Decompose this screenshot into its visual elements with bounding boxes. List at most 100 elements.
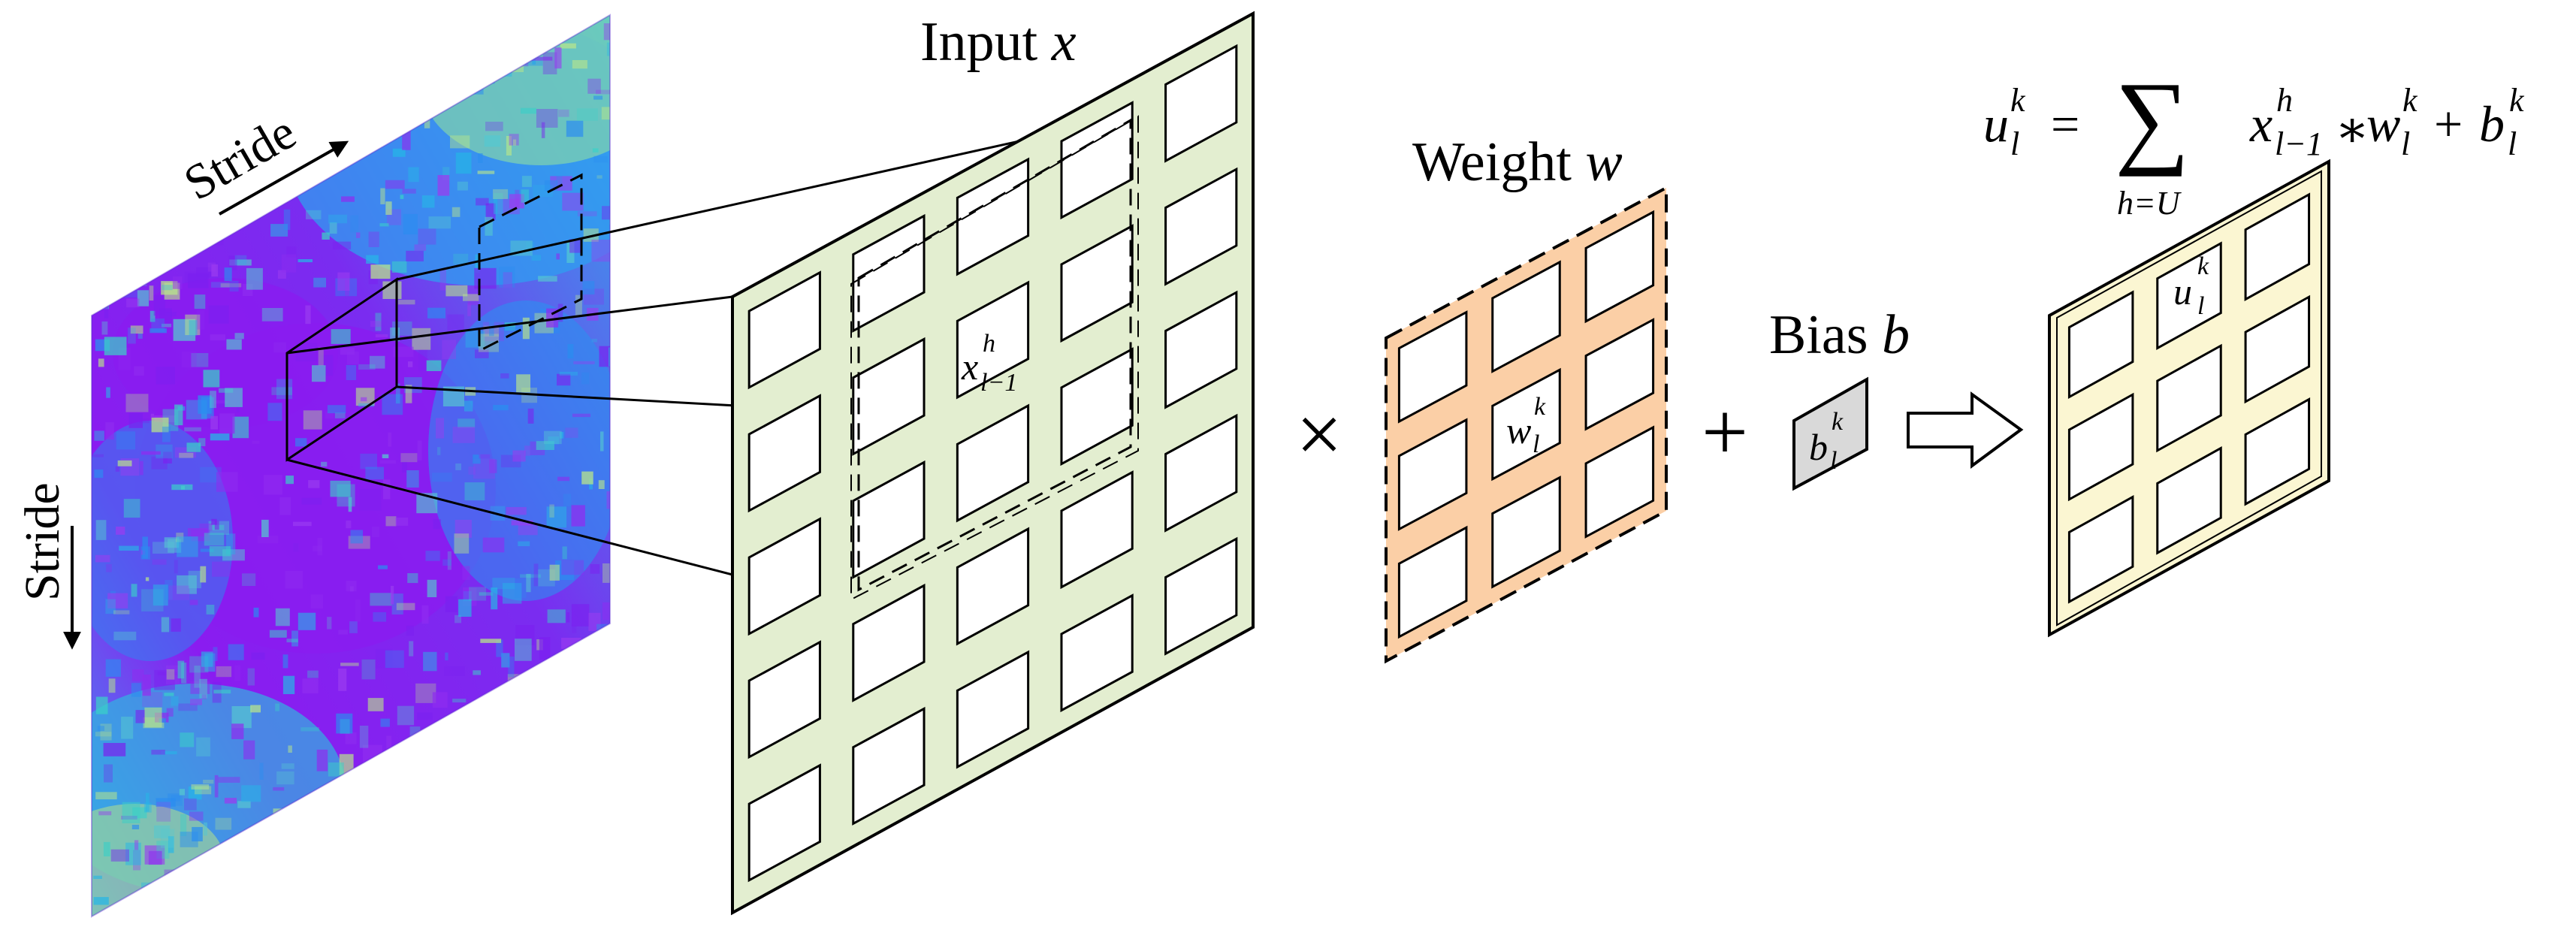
heatmap-pixel [432,692,448,708]
heatmap-pixel [349,858,365,871]
heatmap-pixel [199,523,213,531]
bias-symbol-sup: k [1832,408,1844,436]
heatmap-pixel [331,329,351,344]
heatmap-pixel [477,171,495,174]
heatmap-pixel [340,348,355,355]
heatmap-pixel [184,427,201,432]
heatmap-pixel [588,612,601,632]
heatmap-pixel [518,541,530,546]
heatmap-pixel [345,732,357,744]
heatmap-pixel [214,521,219,530]
heatmap-pixel [271,895,291,911]
heatmap-pixel [282,42,291,57]
heatmap-pixel [556,253,560,260]
heatmap-pixel [329,222,337,234]
heatmap-pixel [147,157,153,165]
heatmap-pixel [336,497,352,503]
formula-b-sup: k [2509,82,2525,119]
heatmap-pixel [478,153,483,163]
heatmap-pixel [475,254,480,273]
heatmap-pixel [145,793,149,812]
heatmap-pixel [191,353,209,367]
heatmap-pixel [590,564,600,574]
heatmap-pixel [296,113,300,134]
heatmap-pixel [452,720,473,729]
heatmap-pixel [139,460,143,476]
heatmap-pixel [142,536,148,559]
heatmap-pixel [144,707,162,728]
heatmap-pixel [405,816,413,826]
heatmap-pixel [302,678,319,693]
heatmap-pixel [343,108,355,127]
heatmap-pixel [318,895,340,899]
heatmap-pixel [462,566,470,580]
heatmap-pixel [513,829,530,851]
heatmap-pixel [146,33,167,43]
heatmap-pixel [385,516,397,527]
heatmap-pixel [592,735,610,743]
heatmap-pixel [480,720,494,732]
heatmap-pixel [211,264,218,277]
heatmap-pixel [104,297,109,319]
heatmap-pixel [286,639,298,643]
heatmap-pixel [101,180,110,203]
heatmap-pixel [290,859,296,874]
output-cell [2156,241,2222,350]
heatmap-pixel [506,839,524,857]
heatmap-pixel [458,720,463,723]
heatmap-pixel [536,441,554,450]
formula: u k l = ∑ h=U x h l−1 ∗ w k l + b k l [1983,61,2525,222]
heatmap-pixel [527,408,534,424]
weight-cell [1584,318,1655,431]
output-cell [2244,192,2311,301]
heatmap-pixel [114,204,131,213]
heatmap-pixel [164,693,174,696]
input-cell [1164,290,1238,409]
heatmap-pixel [448,852,459,865]
bias-symbol-sub: l [1830,447,1837,475]
heatmap-pixel [346,520,352,529]
input-cell [747,270,821,390]
output-cell [2067,290,2134,399]
heatmap-pixel [519,902,523,916]
heatmap-pixel [166,669,175,680]
heatmap-pixel [500,839,514,862]
heatmap-pixel [403,213,418,235]
weight-cell [1491,367,1561,482]
heatmap-pixel [604,652,610,663]
heatmap-pixel [445,652,448,661]
heatmap-pixel [560,432,564,439]
heatmap-pixel [435,729,454,735]
heatmap-pixel [286,246,297,258]
heatmap-pixel [306,210,322,219]
heatmap-pixel [457,181,468,191]
heatmap-pixel [552,679,563,702]
heatmap-pixel [223,104,228,123]
heatmap-pixel [485,122,503,131]
heatmap-pixel [600,431,604,451]
heatmap-pixel [542,52,557,74]
heatmap-pixel [391,593,403,614]
heatmap-pixel [453,253,469,264]
heatmap-pixel [593,820,601,827]
heatmap-pixel [325,96,329,107]
weight-symbol-sup: k [1534,393,1546,421]
heatmap-pixel [480,639,502,643]
heatmap-pixel [487,331,497,337]
heatmap-pixel [285,476,294,485]
heatmap-pixel [150,413,155,418]
heatmap-pixel [452,427,476,443]
heatmap-pixel [437,447,441,455]
heatmap-pixel [228,255,237,270]
heatmap-pixel [130,325,143,334]
heatmap-pixel [95,554,110,563]
bias-title: Bias b [1769,304,1910,366]
heatmap-pixel [454,614,461,624]
heatmap-pixel [106,387,110,398]
heatmap-pixel [476,198,489,206]
weight-cells [1397,210,1655,639]
formula-star: ∗ [2335,101,2369,158]
heatmap-pixel [154,669,175,690]
heatmap-pixel [503,272,512,288]
heatmap-pixel [506,136,512,156]
